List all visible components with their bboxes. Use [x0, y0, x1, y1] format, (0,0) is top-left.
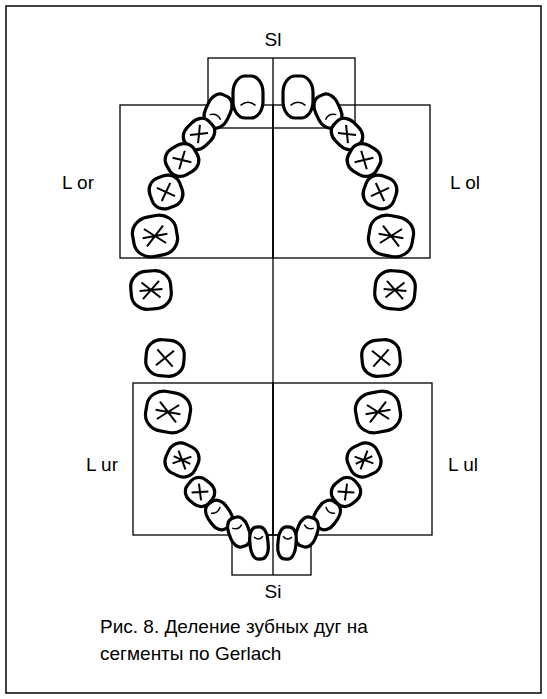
segment-label: L ol [448, 173, 482, 194]
tooth-outline [353, 388, 403, 435]
picture-frame [6, 6, 541, 693]
tooth-fissure [353, 450, 376, 470]
tooth-edge [232, 525, 242, 531]
tooth [283, 76, 313, 118]
tooth-outline [145, 171, 186, 212]
segment-label: Sl [263, 30, 284, 51]
tooth-fissure [338, 125, 356, 143]
segment-boxes [120, 58, 432, 575]
tooth [343, 439, 386, 482]
midline [272, 58, 273, 575]
tooth-fissure [364, 401, 392, 423]
tooth [277, 526, 298, 559]
segment-label: L ur [84, 455, 120, 476]
tooth-edge [291, 102, 306, 105]
tooth-outline [361, 338, 402, 377]
tooth-edge [241, 102, 256, 105]
tooth-fissure [377, 225, 405, 247]
tooth-outline [233, 76, 263, 118]
tooth [145, 171, 186, 212]
tooth [130, 212, 180, 259]
tooth-outline [129, 269, 172, 310]
tooth-edge [254, 536, 263, 539]
tooth-fissure [371, 183, 389, 201]
tooth-edge [325, 507, 335, 515]
tooth-fissure [141, 225, 169, 247]
tooth-outline [130, 212, 180, 259]
tooth [353, 388, 403, 435]
tooth [143, 388, 193, 435]
tooth [361, 338, 402, 377]
tooth-fissure [383, 281, 407, 300]
tooth-edge [304, 525, 314, 531]
tooth-outline [143, 388, 193, 435]
tooth [359, 171, 400, 212]
tooth-outline [366, 212, 416, 259]
tooth-outline [343, 439, 386, 482]
tooth-outline [283, 76, 313, 118]
tooth [129, 269, 172, 310]
tooth-fissure [171, 450, 194, 470]
tooth-edge [283, 536, 292, 539]
tooth-edge [324, 112, 336, 119]
tooth [373, 269, 416, 310]
tooth-fissure [154, 401, 182, 423]
tooth-outline [359, 171, 400, 212]
tooth [366, 212, 416, 259]
segment-label: L ul [446, 455, 480, 476]
segment-box [273, 383, 432, 535]
tooth-outline [249, 526, 270, 559]
figure-caption: Рис. 8. Деление зубных дуг на сегменты п… [100, 614, 430, 667]
tooth-fissure [355, 151, 374, 169]
tooth-fissure [192, 484, 209, 501]
tooth-edge [211, 507, 221, 515]
segment-box [133, 383, 273, 535]
tooth [145, 338, 186, 377]
tooth-fissure [372, 349, 390, 366]
tooth-fissure [190, 125, 208, 143]
tooth-fissure [173, 151, 192, 169]
tooth-fissure [139, 281, 163, 300]
tooth-outline [373, 269, 416, 310]
tooth-outline [161, 439, 204, 482]
teeth [129, 76, 416, 560]
tooth [233, 76, 263, 118]
tooth-edge [210, 112, 222, 119]
tooth-outline [145, 338, 186, 377]
tooth-fissure [156, 349, 174, 366]
tooth [249, 526, 270, 559]
segment-label: Si [263, 582, 284, 603]
segment-label: L or [60, 173, 96, 194]
tooth-fissure [157, 183, 175, 201]
tooth [161, 439, 204, 482]
tooth-outline [277, 526, 298, 559]
tooth-fissure [338, 484, 355, 501]
